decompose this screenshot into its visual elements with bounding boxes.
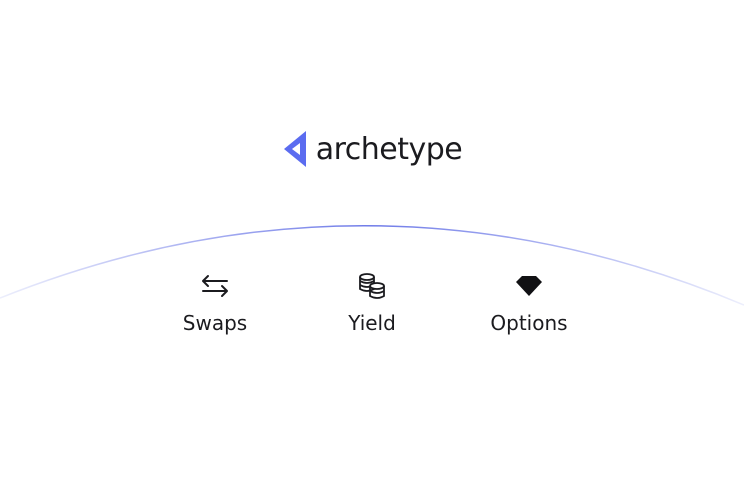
archetype-logo-icon bbox=[283, 131, 306, 167]
brand-header[interactable]: archetype bbox=[0, 130, 744, 168]
swap-arrows-icon bbox=[199, 270, 231, 302]
feature-label-yield: Yield bbox=[348, 311, 396, 335]
feature-yield[interactable]: Yield bbox=[312, 270, 432, 333]
coins-stack-icon bbox=[356, 270, 388, 302]
feature-options[interactable]: Options bbox=[469, 270, 589, 333]
feature-swaps[interactable]: Swaps bbox=[155, 270, 275, 333]
diamond-icon bbox=[513, 270, 545, 302]
feature-label-options: Options bbox=[490, 311, 568, 335]
brand-name: archetype bbox=[315, 132, 463, 167]
feature-list: Swaps Yield bbox=[0, 270, 744, 350]
feature-label-swaps: Swaps bbox=[182, 311, 248, 335]
